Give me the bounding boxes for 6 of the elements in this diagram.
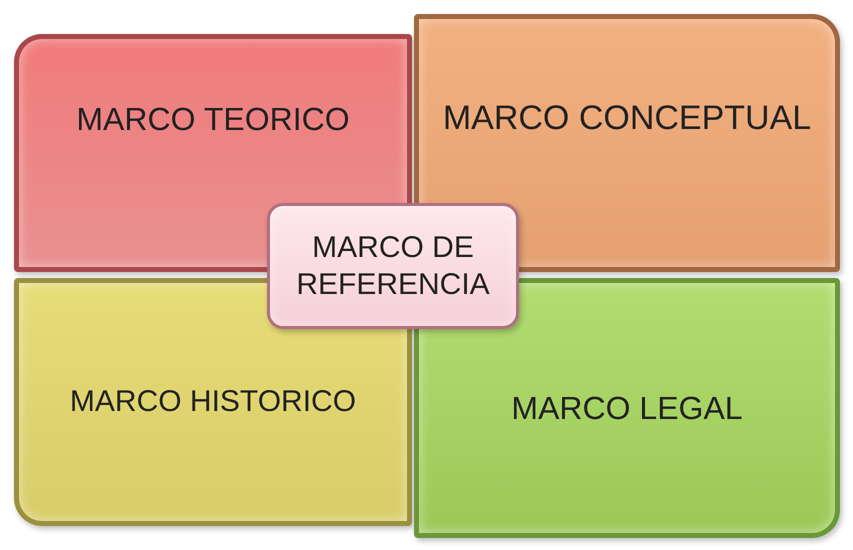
panel-title: MARCO LEGAL [511, 389, 743, 428]
center-overlay [267, 203, 519, 329]
panel-title: MARCO HISTORICO [70, 384, 356, 420]
panel-title: MARCO TEORICO [76, 100, 350, 139]
center-title: MARCO DE REFERENCIA [295, 230, 491, 303]
panel-title: MARCO CONCEPTUAL [442, 98, 812, 139]
